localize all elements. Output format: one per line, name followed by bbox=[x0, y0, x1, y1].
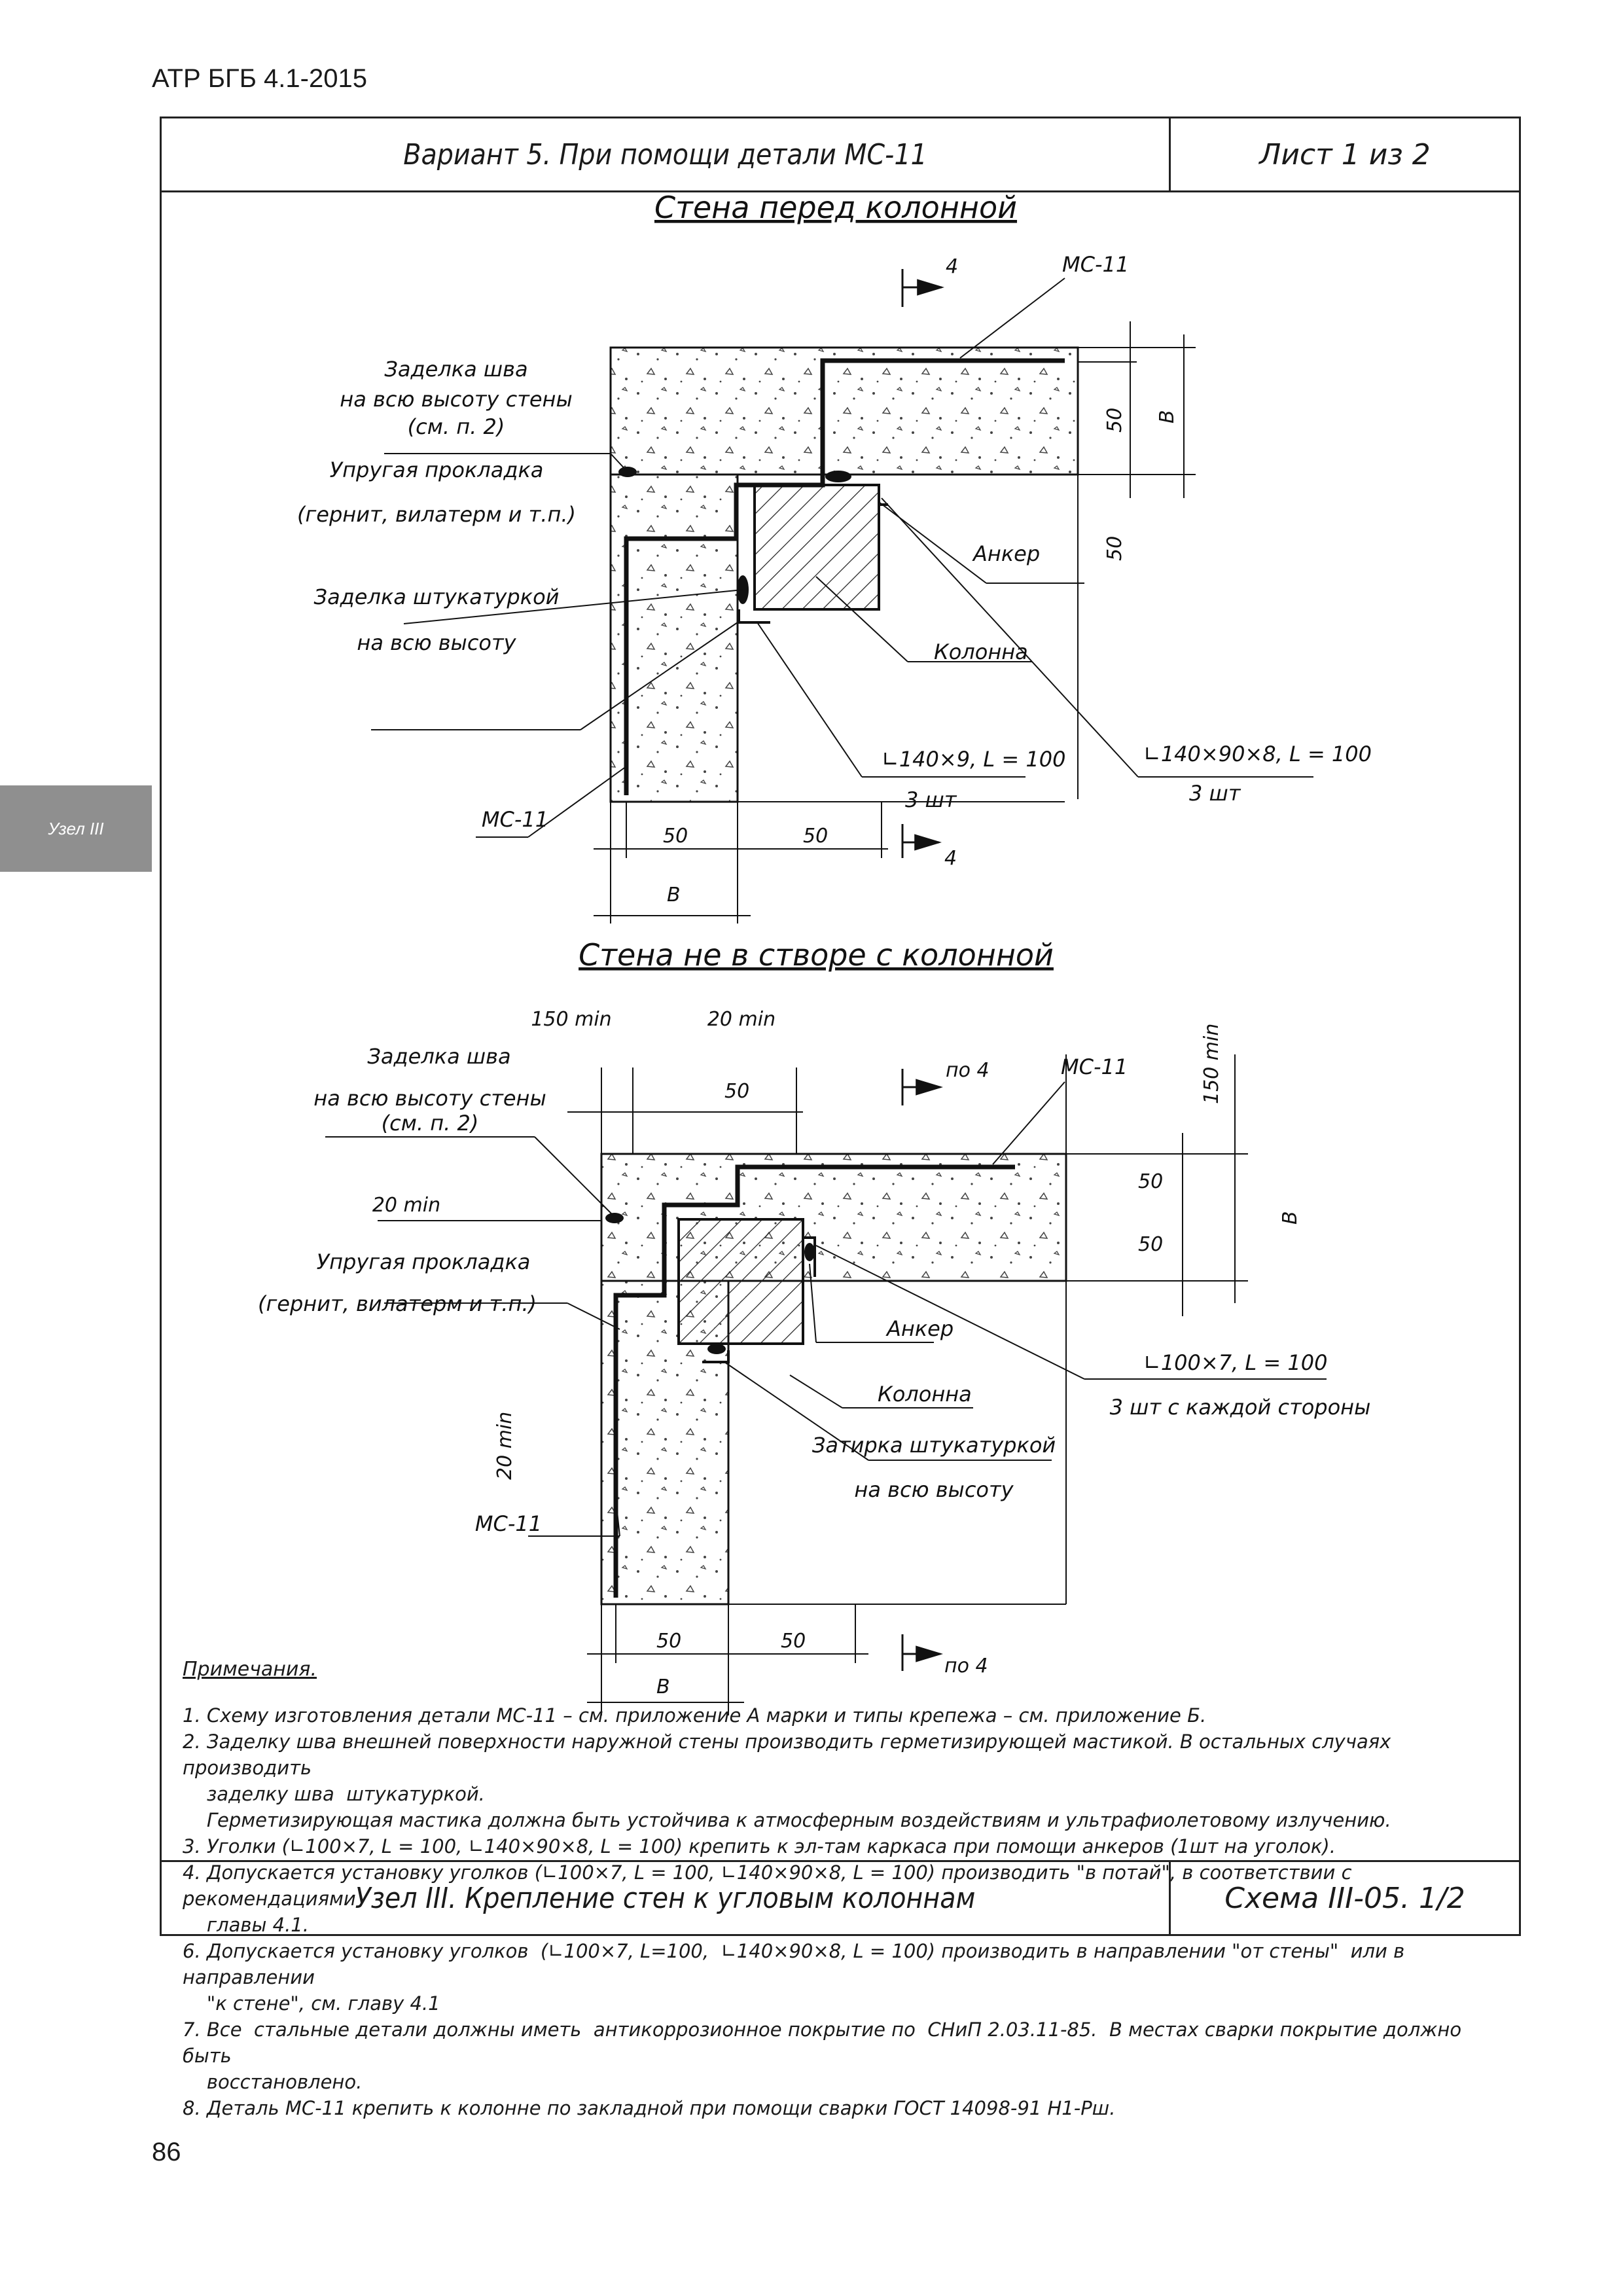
note-line: 1. Схему изготовления детали МС-11 – см.… bbox=[183, 1704, 1207, 1727]
angle-2-label-2: 3 шт с каждой стороны bbox=[1110, 1395, 1371, 1420]
notes-section: Примечания. 1. Схему изготовления детали… bbox=[183, 1657, 1505, 2121]
seal-label-3: (см. п. 2) bbox=[408, 414, 505, 439]
seal-2-label-1: Заделка шва bbox=[367, 1044, 510, 1069]
top-wall-slab bbox=[609, 346, 1079, 476]
note-line: заделку шва штукатуркой. bbox=[183, 1783, 485, 1805]
section-mark-bottom bbox=[901, 824, 942, 858]
gasket-label-1: Упругая прокладка bbox=[330, 457, 544, 482]
gasket-2-label-1: Упругая прокладка bbox=[317, 1249, 531, 1274]
dim-50-bottom-a: 50 bbox=[663, 825, 688, 848]
technical-drawing: Стена перед колонной 4 4 bbox=[258, 190, 1372, 1715]
column-label: Колонна bbox=[934, 639, 1028, 664]
dim-50-right-b: 50 bbox=[1103, 536, 1126, 561]
section-mark-bottom-2 bbox=[901, 1634, 944, 1671]
note-line: 6. Допускается установку уголков (∟100×7… bbox=[183, 1940, 1411, 1988]
angle-140x90x8 bbox=[878, 485, 888, 506]
dim-50-bottom-b: 50 bbox=[803, 825, 828, 848]
note-line: 2. Заделку шва внешней поверхности наруж… bbox=[183, 1731, 1397, 1779]
angle1-label-1: ∟140×9, L = 100 bbox=[882, 747, 1065, 772]
section-mark-top-2 bbox=[901, 1069, 944, 1105]
mc11-2-label-left: МС-11 bbox=[475, 1511, 542, 1536]
dim-50-bottom-2a: 50 bbox=[656, 1630, 681, 1653]
column-2 bbox=[677, 1218, 804, 1345]
note-line: Герметизирующая мастика должна быть усто… bbox=[183, 1809, 1391, 1831]
plaster-label-1: Заделка штукатуркой bbox=[314, 584, 560, 609]
detail-wall-before-column: Стена перед колонной 4 4 bbox=[297, 190, 1372, 924]
note-line: 4. Допускается установку уголков (∟100×7… bbox=[183, 1861, 1358, 1910]
page-number: 86 bbox=[152, 2138, 181, 2166]
scheme-number: Схема III-05. 1/2 bbox=[1169, 1862, 1519, 1934]
dim-20min-left: 20 min bbox=[372, 1194, 440, 1217]
seal-column-2a bbox=[804, 1243, 815, 1261]
dim-b-bottom-2: В bbox=[656, 1676, 670, 1698]
angle-100x7-a bbox=[803, 1236, 816, 1277]
dim-50-top: 50 bbox=[724, 1080, 749, 1103]
mc11-label-top: МС-11 bbox=[1062, 252, 1129, 277]
mc11-2-label-top: МС-11 bbox=[1061, 1054, 1128, 1079]
dim-50-bottom-2b: 50 bbox=[781, 1630, 806, 1653]
dim-50-right-2a: 50 bbox=[1138, 1170, 1163, 1193]
note-line: 8. Деталь МС-11 крепить к колонне по зак… bbox=[183, 2097, 1116, 2119]
seal-2-label-3: (см. п. 2) bbox=[382, 1111, 479, 1136]
angle-2-label-1: ∟100×7, L = 100 bbox=[1143, 1350, 1327, 1375]
plaster-2-label-2: на всю высоту bbox=[854, 1477, 1014, 1502]
seal-joint-2 bbox=[605, 1213, 624, 1223]
anchor-2-label: Анкер bbox=[885, 1316, 954, 1341]
section-mark-top-2-label: по 4 bbox=[946, 1059, 990, 1082]
dim-150min-vert: 150 min bbox=[1200, 1024, 1223, 1104]
sheet-counter: Лист 1 из 2 bbox=[1169, 118, 1519, 190]
seal-label-2: на всю высоту стены bbox=[340, 387, 572, 412]
angle1-label-2: 3 шт bbox=[905, 787, 957, 812]
mc11-label-left: МС-11 bbox=[482, 807, 548, 832]
dim-20min-top: 20 min bbox=[707, 1008, 776, 1031]
dim-50-right-a: 50 bbox=[1103, 408, 1126, 433]
gasket-label-2: (гернит, вилатерм и т.п.) bbox=[297, 502, 576, 527]
title-block-bottom: Узел III. Крепление стен к угловым колон… bbox=[162, 1860, 1519, 1934]
angle-100x7-b bbox=[702, 1350, 730, 1363]
seal-joint-column bbox=[825, 471, 851, 482]
detail2-title: Стена не в створе с колонной bbox=[579, 937, 1054, 973]
note-line: 3. Уголки (∟100×7, L = 100, ∟140×90×8, L… bbox=[183, 1835, 1336, 1857]
notes-title: Примечания. bbox=[183, 1658, 317, 1681]
column bbox=[753, 484, 880, 611]
gasket-2-label-2: (гернит, вилатерм и т.п.) bbox=[258, 1291, 537, 1316]
seal-label-1: Заделка шва bbox=[384, 357, 527, 382]
title-block-top: Вариант 5. При помощи детали МС-11 Лист … bbox=[162, 118, 1519, 192]
detail1-title: Стена перед колонной bbox=[654, 190, 1017, 225]
anchor-label: Анкер bbox=[972, 541, 1040, 566]
dim-50-right-2b: 50 bbox=[1138, 1233, 1163, 1256]
document-code: АТР БГБ 4.1-2015 bbox=[152, 64, 367, 93]
section-mark-top bbox=[901, 269, 945, 307]
dim-150min-top: 150 min bbox=[531, 1008, 611, 1031]
plaster-2-label-1: Затирка штукатуркой bbox=[812, 1433, 1056, 1458]
dim-b-right-2: В bbox=[1279, 1211, 1302, 1225]
note-line: "к стене", см. главу 4.1 bbox=[183, 1992, 440, 2015]
angle2-label-1: ∟140×90×8, L = 100 bbox=[1143, 742, 1372, 766]
assembly-title: Узел III. Крепление стен к угловым колон… bbox=[355, 1881, 976, 1915]
seal-2-label-2: на всю высоту стены bbox=[313, 1086, 546, 1111]
dim-20min-vert: 20 min bbox=[493, 1412, 516, 1480]
note-line: главы 4.1. bbox=[183, 1914, 309, 1936]
angle-140x9 bbox=[738, 609, 770, 624]
top-wall-slab-2 bbox=[600, 1153, 1067, 1282]
drawing-frame: Вариант 5. При помощи детали МС-11 Лист … bbox=[160, 117, 1521, 2119]
seal-column-2b bbox=[707, 1344, 726, 1354]
mc11-element-2 bbox=[613, 1164, 1015, 1598]
section-mark-top-label: 4 bbox=[946, 255, 958, 278]
section-mark-bottom-2-label: по 4 bbox=[944, 1655, 988, 1677]
detail-wall-offset-column: Стена не в створе с колонной по 4 по 4 bbox=[258, 937, 1370, 1715]
section-mark-bottom-label: 4 bbox=[944, 847, 957, 870]
dim-b-right: В bbox=[1156, 410, 1179, 423]
note-line: 7. Все стальные детали должны иметь анти… bbox=[183, 2018, 1468, 2067]
plaster-label-2: на всю высоту bbox=[357, 630, 516, 655]
angle2-label-2: 3 шт bbox=[1189, 781, 1241, 806]
section-side-tab: Узел III bbox=[0, 785, 152, 872]
column-2-label: Колонна bbox=[878, 1382, 972, 1407]
left-wall-slab bbox=[609, 473, 739, 803]
sheet-title: Вариант 5. При помощи детали МС-11 bbox=[403, 137, 927, 171]
mc11-element bbox=[624, 358, 1065, 795]
dim-b-bottom: В bbox=[667, 884, 681, 906]
note-line: восстановлено. bbox=[183, 2071, 363, 2093]
